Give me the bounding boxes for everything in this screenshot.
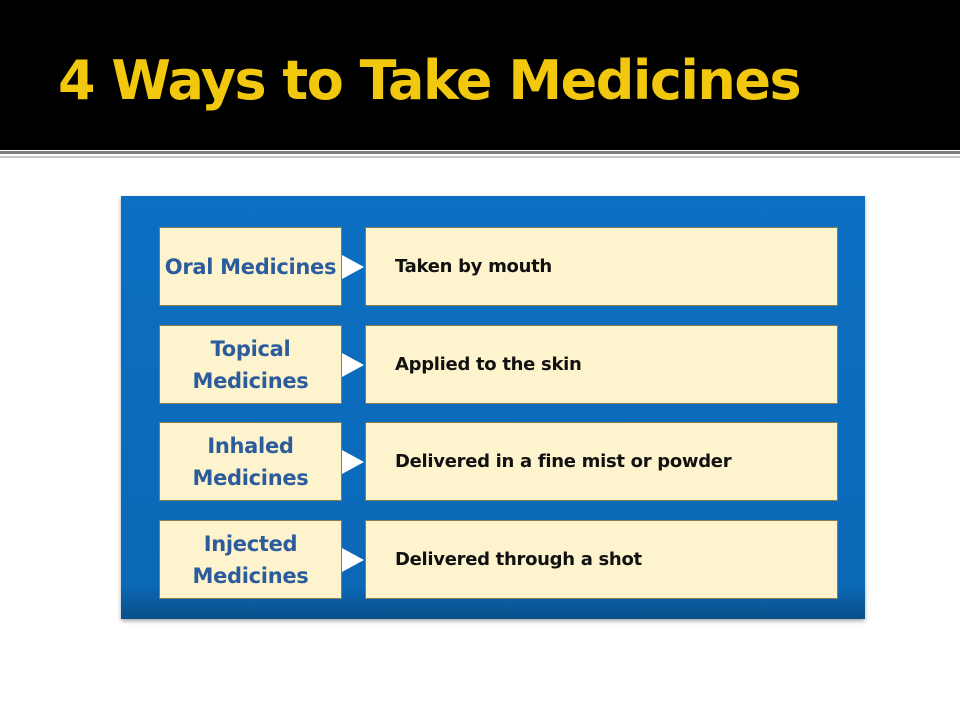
method-row: Injected Medicines Delivered through a s… [121, 520, 865, 599]
title-divider [0, 151, 960, 154]
arrow-right-icon [342, 353, 364, 377]
method-label: Topical Medicines [159, 325, 342, 404]
arrow-right-icon [342, 255, 364, 279]
method-description: Delivered in a fine mist or powder [365, 422, 838, 501]
method-row: Oral Medicines Taken by mouth [121, 227, 865, 306]
method-row: Inhaled Medicines Delivered in a fine mi… [121, 422, 865, 501]
method-label: Injected Medicines [159, 520, 342, 599]
method-description: Applied to the skin [365, 325, 838, 404]
method-label: Inhaled Medicines [159, 422, 342, 501]
arrow-right-icon [342, 450, 364, 474]
methods-panel: Oral Medicines Taken by mouth Topical Me… [121, 196, 865, 619]
slide-title: 4 Ways to Take Medicines [58, 49, 802, 112]
method-description: Taken by mouth [365, 227, 838, 306]
title-divider-light [0, 156, 960, 158]
title-bar: 4 Ways to Take Medicines [0, 0, 960, 150]
arrow-right-icon [342, 548, 364, 572]
method-description: Delivered through a shot [365, 520, 838, 599]
method-row: Topical Medicines Applied to the skin [121, 325, 865, 404]
method-label: Oral Medicines [159, 227, 342, 306]
